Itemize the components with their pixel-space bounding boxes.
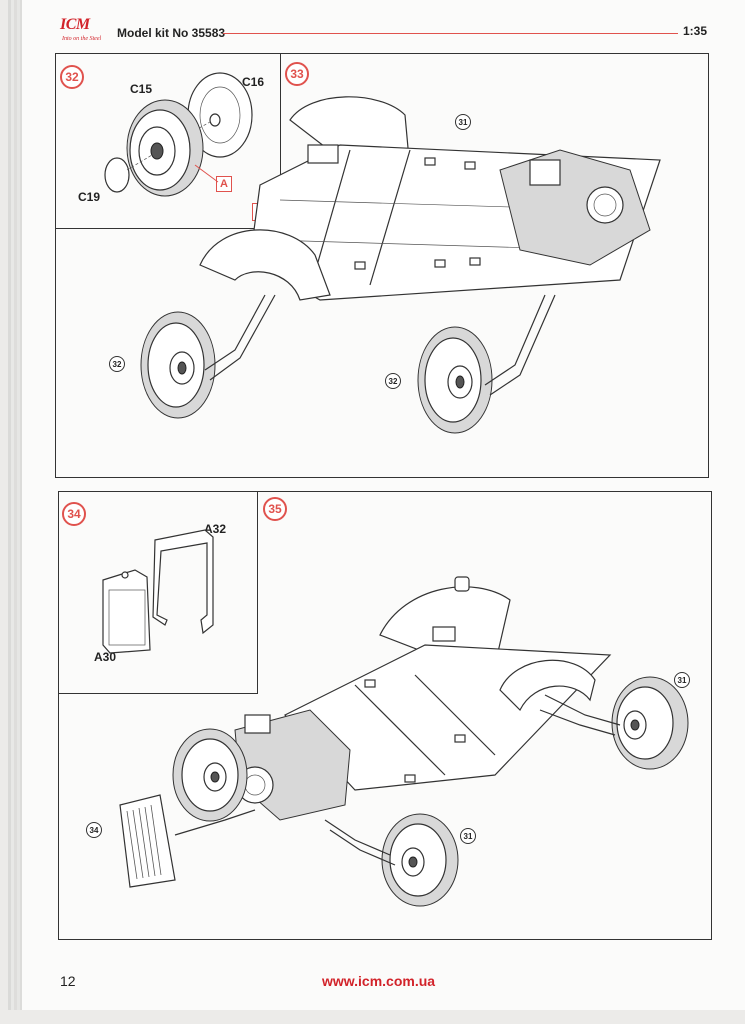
- website-link[interactable]: www.icm.com.ua: [322, 973, 436, 989]
- brand-name: ICM: [60, 16, 90, 33]
- part-label-c19: C19: [78, 190, 101, 204]
- callout-34-radiator: 34: [86, 822, 102, 838]
- header: ICM Into on the Steel Model kit No 35583…: [0, 0, 745, 45]
- part-label-a32: A32: [204, 522, 227, 536]
- step-33-badge: 33: [285, 62, 309, 86]
- brand-logo: ICM: [60, 16, 90, 34]
- radiator-assembly-drawing: [102, 529, 214, 654]
- callout-31-top: 31: [455, 114, 471, 130]
- header-rule: [223, 33, 678, 34]
- bottom-panel: [58, 491, 712, 940]
- wheel-assembly-drawing: [104, 72, 253, 197]
- step-35-badge: 35: [263, 497, 287, 521]
- part-label-c15: C15: [130, 82, 153, 96]
- page-number: 12: [60, 973, 76, 989]
- scale-label: 1:35: [683, 24, 708, 38]
- callout-31-bottom: 31: [460, 828, 476, 844]
- callout-32-left: 32: [109, 356, 125, 372]
- callout-31-right: 31: [674, 672, 690, 688]
- step-34-inset: [58, 491, 258, 694]
- chassis-drawing-bottom: [119, 576, 689, 907]
- step-34-badge: 34: [62, 502, 86, 526]
- kit-label: Model kit No 35583: [117, 26, 226, 40]
- brand-tagline: Into on the Steel: [62, 36, 102, 42]
- chassis-drawing-top: [140, 96, 661, 434]
- part-label-c16: C16: [242, 75, 265, 89]
- step-32-badge: 32: [60, 65, 84, 89]
- step-32-inset: [55, 53, 281, 229]
- paint-ref-a: A: [216, 176, 232, 192]
- top-panel: [55, 53, 709, 478]
- callout-32-right: 32: [385, 373, 401, 389]
